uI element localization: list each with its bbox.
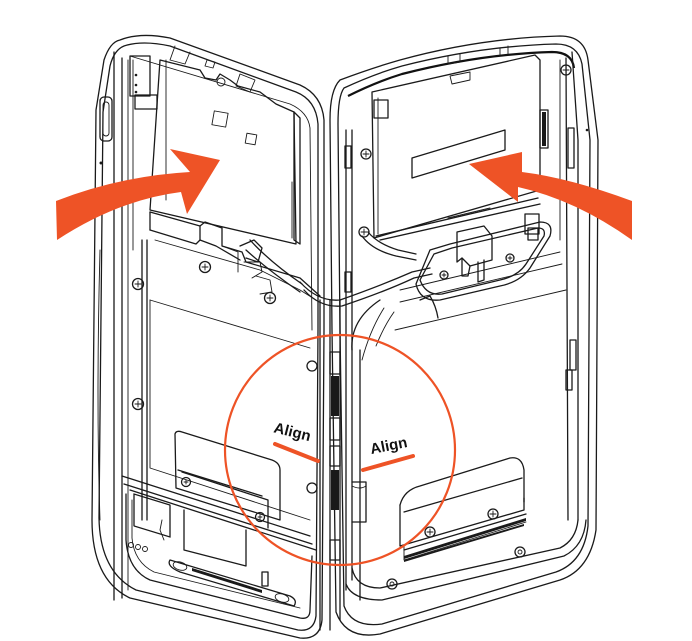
screw-icon [263,291,277,305]
align-indicator-right [361,454,415,472]
left-housing [91,34,325,639]
screw-icon [131,397,145,411]
screw-icon [505,253,515,263]
screw-icon [358,226,370,238]
screw-icon [487,508,499,520]
hinge-strip [319,299,381,631]
right-housing [329,35,599,636]
screw-icon [180,476,192,488]
screw-icon [424,526,436,538]
screw-icon [514,546,526,558]
screw-icon [439,270,449,280]
screw-icon [560,64,572,76]
screw-icon [386,578,398,590]
screw-icon [306,360,318,372]
insert-arrow-left-icon [469,152,632,240]
screw-icon [306,482,318,494]
align-callout-circle [223,333,457,567]
insert-arrow-right-icon [56,149,220,240]
screw-icon [254,511,266,523]
flex-cable [299,267,431,301]
screw-icon [360,148,372,160]
screw-icon [131,277,145,291]
screw-icon [198,260,212,274]
align-indicator-left [273,442,320,463]
